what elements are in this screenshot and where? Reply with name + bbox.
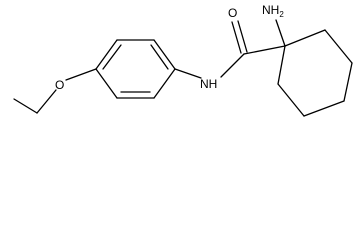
bond-cyclohexane-4	[303, 100, 345, 117]
bond-nh-carbonyl	[220, 53, 245, 78]
bond-carbonyl-quaternary	[243, 45, 286, 55]
atom-label-amine: NH2	[262, 3, 284, 19]
bond-ethyl-ch3-ch2	[13, 98, 38, 114]
bond-ring-3	[153, 39, 176, 70]
atom-label-amide-nitrogen: NH	[200, 77, 217, 91]
bond-carbonyl-co-a	[231, 21, 242, 54]
bond-cyclohexane-2	[324, 29, 353, 64]
atom-label-oxygen-ether: O	[55, 78, 64, 92]
bond-o-ring	[65, 68, 97, 81]
bond-ring-nh	[174, 68, 202, 79]
bond-quaternary-nh2	[275, 19, 286, 47]
atom-label-oxygen-carbonyl: O	[228, 6, 237, 20]
bond-cyclohexane-3	[343, 62, 353, 102]
amine-nh-text: NH	[262, 3, 279, 17]
bond-ring-1-inner	[102, 44, 122, 70]
bond-ring-1	[95, 39, 118, 70]
bond-carbonyl-co-b	[237, 20, 248, 53]
amine-subscript-2: 2	[279, 10, 284, 19]
bond-ethyl-ch2-o	[36, 89, 57, 114]
bond-cyclohexane-5	[277, 83, 305, 117]
bond-ring-6	[95, 68, 118, 99]
bond-cyclohexane-1	[284, 29, 326, 47]
bond-ring-3-inner	[150, 44, 169, 70]
bond-ring-4	[153, 68, 176, 99]
molecule-structure: O O NH NH2	[13, 3, 353, 117]
bond-cyclohexane-6	[277, 45, 286, 85]
